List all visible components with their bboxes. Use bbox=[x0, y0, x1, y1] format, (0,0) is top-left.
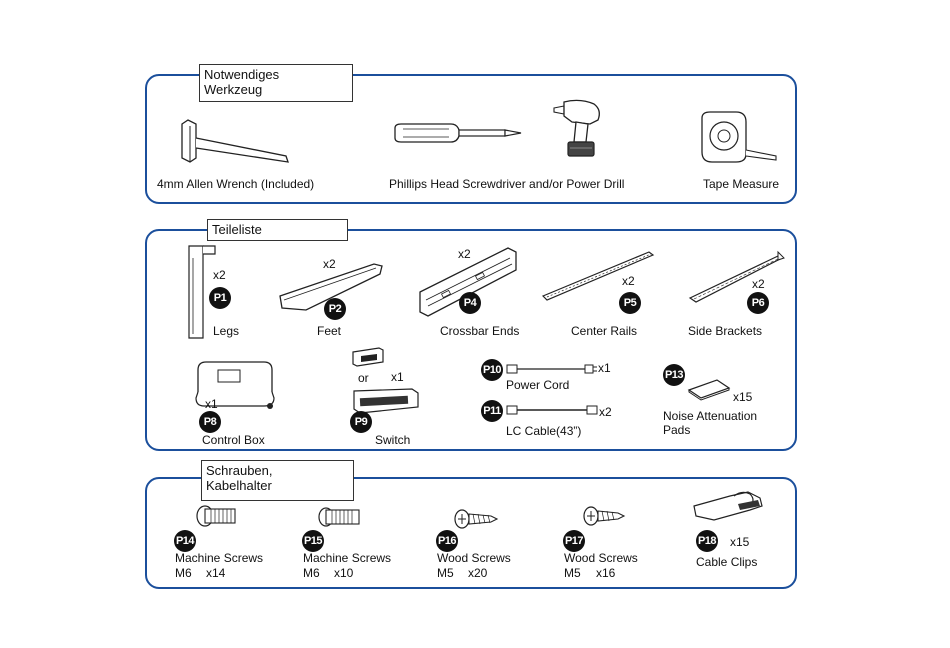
badge-p8: P8 bbox=[199, 411, 221, 433]
badge-p16: P16 bbox=[436, 530, 458, 552]
screw-p15-qty: x10 bbox=[334, 566, 354, 580]
machine-screw-p14-icon bbox=[196, 505, 236, 527]
control-box-icon bbox=[195, 361, 275, 409]
crossbar-ends-label: Crossbar Ends bbox=[440, 324, 520, 338]
side-brackets-qty: x2 bbox=[752, 277, 765, 291]
tools-title-line2: Werkzeug bbox=[204, 82, 263, 97]
parts-panel bbox=[145, 229, 797, 451]
switch-label: Switch bbox=[375, 433, 411, 447]
badge-p6: P6 bbox=[747, 292, 769, 314]
noise-pads-label-line1: Noise Attenuation bbox=[663, 409, 758, 423]
cable-clips-label: Cable Clips bbox=[696, 555, 758, 569]
tool-label-screwdriver-drill: Phillips Head Screwdriver and/or Power D… bbox=[389, 177, 625, 191]
screw-p16-qty: x20 bbox=[468, 566, 488, 580]
screwdriver-icon bbox=[394, 123, 522, 143]
screw-p16-label: Wood Screws bbox=[437, 551, 511, 565]
switch-qty: x1 bbox=[391, 370, 404, 384]
power-drill-icon bbox=[553, 99, 600, 157]
power-cord-icon bbox=[506, 364, 597, 374]
screws-title: Schrauben, Kabelhalter bbox=[201, 460, 354, 501]
switch-large-icon bbox=[353, 388, 419, 414]
badge-p9: P9 bbox=[350, 411, 372, 433]
badge-p4: P4 bbox=[459, 292, 481, 314]
crossbar-ends-icon bbox=[419, 247, 517, 317]
tool-label-tape-measure: Tape Measure bbox=[703, 177, 780, 191]
screws-title-line1: Schrauben, bbox=[206, 463, 273, 478]
tools-title: Notwendiges Werkzeug bbox=[199, 64, 353, 102]
screw-p14-label: Machine Screws bbox=[175, 551, 264, 565]
feet-qty: x2 bbox=[323, 257, 336, 271]
side-brackets-icon bbox=[688, 250, 785, 303]
wood-screw-p17-icon bbox=[583, 506, 626, 526]
switch-or-text: or bbox=[358, 371, 369, 385]
screw-p15-size: M6 bbox=[303, 566, 320, 580]
screw-p15-label: Machine Screws bbox=[303, 551, 392, 565]
badge-p18: P18 bbox=[696, 530, 718, 552]
lc-cable-label: LC Cable(43”) bbox=[506, 424, 582, 438]
legs-qty: x2 bbox=[213, 268, 226, 282]
tape-measure-icon bbox=[701, 111, 777, 163]
badge-p15: P15 bbox=[302, 530, 324, 552]
screw-p14-qty: x14 bbox=[206, 566, 226, 580]
screws-panel bbox=[145, 477, 797, 589]
screw-p17-size: M5 bbox=[564, 566, 581, 580]
badge-p1: P1 bbox=[209, 287, 231, 309]
tools-title-line1: Notwendiges bbox=[204, 67, 280, 82]
badge-p17: P17 bbox=[563, 530, 585, 552]
noise-pads-qty: x15 bbox=[733, 390, 753, 404]
crossbar-ends-qty: x2 bbox=[458, 247, 471, 261]
badge-p10: P10 bbox=[481, 359, 503, 381]
cable-clips-qty: x15 bbox=[730, 535, 750, 549]
side-brackets-label: Side Brackets bbox=[688, 324, 763, 338]
noise-pads-label-line2: Pads bbox=[663, 423, 691, 437]
center-rails-icon bbox=[541, 251, 655, 301]
screws-title-line2: Kabelhalter bbox=[206, 478, 272, 493]
control-box-label: Control Box bbox=[202, 433, 265, 447]
screw-p16-size: M5 bbox=[437, 566, 454, 580]
allen-wrench-icon bbox=[181, 119, 289, 163]
noise-pads-icon bbox=[687, 379, 731, 401]
cable-clip-icon bbox=[693, 491, 763, 521]
tool-label-allen-wrench: 4mm Allen Wrench (Included) bbox=[157, 177, 315, 191]
lc-cable-icon bbox=[506, 405, 598, 415]
parts-title-text: Teileliste bbox=[212, 222, 262, 237]
center-rails-qty: x2 bbox=[622, 274, 635, 288]
switch-small-icon bbox=[352, 347, 384, 367]
legs-label: Legs bbox=[213, 324, 240, 338]
lc-cable-qty: x2 bbox=[599, 405, 612, 419]
power-cord-label: Power Cord bbox=[506, 378, 570, 392]
badge-p13: P13 bbox=[663, 364, 685, 386]
feet-icon bbox=[279, 263, 383, 311]
control-box-qty: x1 bbox=[205, 397, 218, 411]
screw-p14-size: M6 bbox=[175, 566, 192, 580]
legs-icon bbox=[188, 245, 216, 339]
screw-p17-qty: x16 bbox=[596, 566, 616, 580]
screw-p17-label: Wood Screws bbox=[564, 551, 638, 565]
badge-p5: P5 bbox=[619, 292, 641, 314]
power-cord-qty: x1 bbox=[598, 361, 611, 375]
machine-screw-p15-icon bbox=[318, 507, 360, 527]
feet-label: Feet bbox=[317, 324, 342, 338]
badge-p2: P2 bbox=[324, 298, 346, 320]
parts-title: Teileliste bbox=[207, 219, 348, 241]
badge-p14: P14 bbox=[174, 530, 196, 552]
center-rails-label: Center Rails bbox=[571, 324, 638, 338]
badge-p11: P11 bbox=[481, 400, 503, 422]
tools-panel bbox=[145, 74, 797, 204]
wood-screw-p16-icon bbox=[454, 509, 499, 529]
